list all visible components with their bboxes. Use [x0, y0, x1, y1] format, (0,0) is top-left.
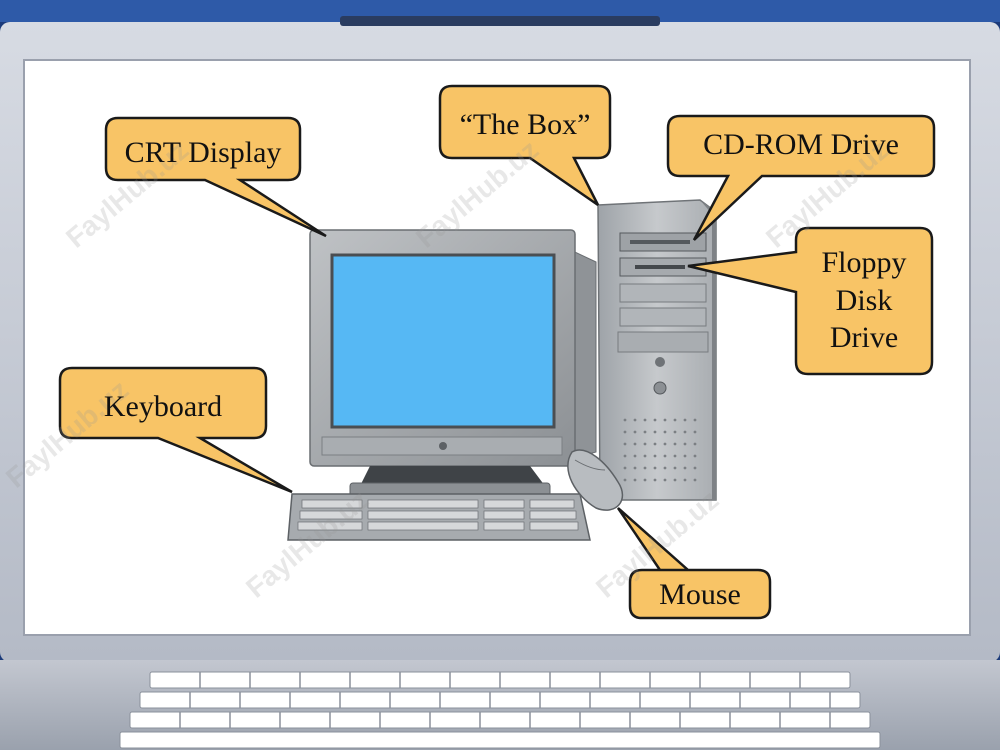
laptop-keyboard — [119, 671, 881, 749]
tower-case — [597, 199, 717, 501]
label-cd-rom-drive: CD-ROM Drive — [703, 128, 899, 161]
computer-keyboard — [287, 493, 591, 541]
label-floppy-line3: Drive — [829, 321, 899, 354]
label-floppy-disk-drive: Floppy Disk Drive — [796, 244, 932, 357]
laptop-keyboard-gaps — [179, 672, 831, 728]
label-the-box: “The Box” — [459, 108, 591, 141]
top-glow — [0, 0, 1000, 22]
callout-crt-display — [104, 116, 327, 238]
crt-monitor — [309, 229, 597, 498]
crt-screen — [330, 253, 556, 429]
tower-vents — [623, 418, 697, 482]
laptop-hinge — [340, 16, 660, 26]
monitor-stand — [360, 466, 545, 486]
label-floppy-line2: Disk — [835, 283, 893, 317]
callout-the-box — [438, 84, 612, 207]
callout-mouse — [616, 507, 772, 620]
callout-cd-rom-drive — [666, 114, 936, 241]
callout-floppy-disk-drive — [687, 226, 934, 376]
label-keyboard: Keyboard — [103, 390, 223, 423]
label-crt-display: CRT Display — [124, 136, 282, 169]
callout-keyboard — [58, 366, 293, 494]
label-floppy-line1: Floppy — [821, 246, 907, 279]
label-mouse: Mouse — [659, 578, 741, 611]
computer-mouse — [567, 449, 624, 511]
